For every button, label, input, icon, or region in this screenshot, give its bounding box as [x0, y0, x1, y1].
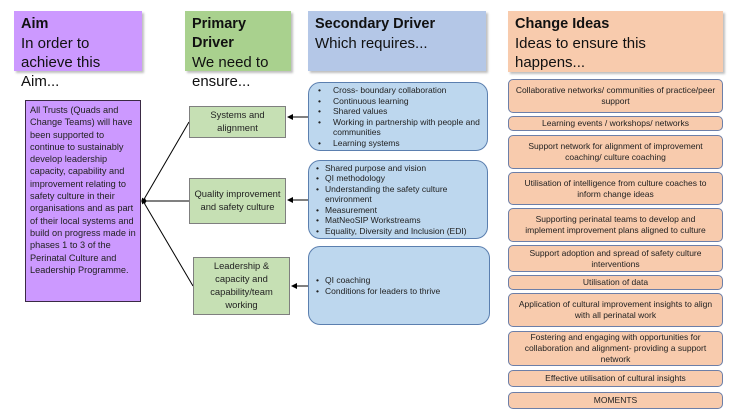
primary-driver-label: Systems and alignment	[210, 109, 265, 133]
secondary-driver-list: Shared purpose and vision QI methodology…	[311, 163, 487, 237]
primary-driver-leadership: Leadership & capacity and capability/tea…	[193, 257, 290, 315]
change-idea-box: Utilisation of intelligence from culture…	[508, 172, 723, 205]
secondary-driver-item: Equality, Diversity and Inclusion (EDI)	[311, 226, 487, 237]
change-idea-text: Utilisation of data	[582, 277, 649, 287]
aim-to-primary-2-line	[141, 198, 194, 287]
change-idea-box: MOMENTS	[508, 392, 723, 409]
secondary-driver-list: Cross- boundary collaboration Continuous…	[311, 85, 487, 148]
secondary-driver-box-leadership: QI coaching Conditions for leaders to th…	[308, 246, 490, 325]
secondary-driver-item: Shared purpose and vision	[311, 163, 487, 174]
change-idea-text: Learning events / workshops/ networks	[542, 118, 689, 128]
change-idea-box: Supporting perinatal teams to develop an…	[508, 208, 723, 242]
change-idea-box: Collaborative networks/ communities of p…	[508, 79, 723, 113]
secondary-driver-box-quality: Shared purpose and vision QI methodology…	[308, 160, 488, 239]
change-ideas-header-subtitle: Ideas to ensure this happens...	[515, 35, 646, 71]
aim-header-title: Aim	[21, 16, 49, 32]
secondary-driver-box-systems: Cross- boundary collaboration Continuous…	[308, 82, 488, 151]
change-ideas-header: Change Ideas Ideas to ensure this happen…	[508, 11, 723, 72]
change-idea-text: Collaborative networks/ communities of p…	[515, 85, 716, 106]
change-idea-box: Application of cultural improvement insi…	[508, 293, 723, 327]
primary-driver-header: Primary Driver We need to ensure...	[185, 11, 291, 90]
secondary-driver-list: QI coaching Conditions for leaders to th…	[311, 275, 440, 296]
secondary-driver-item: QI methodology	[311, 173, 487, 184]
primary-driver-quality-improvement: Quality improvement and safety culture	[189, 178, 286, 224]
change-idea-box: Effective utilisation of cultural insigh…	[508, 370, 723, 387]
primary-driver-header-subtitle: We need to ensure...	[192, 54, 269, 90]
secondary-driver-item: Continuous learning	[311, 96, 487, 107]
secondary-driver-header: Secondary Driver Which requires...	[308, 11, 486, 71]
primary-driver-label: Leadership & capacity and capability/tea…	[210, 260, 273, 310]
aim-to-primary-0-line	[141, 121, 190, 204]
change-idea-text: Application of cultural improvement insi…	[518, 299, 713, 320]
secondary-driver-item: Shared values	[311, 106, 487, 117]
change-idea-text: Utilisation of intelligence from culture…	[524, 177, 707, 199]
primary-driver-label: Quality improvement and safety culture	[194, 188, 281, 212]
change-idea-text: Support network for alignment of improve…	[528, 141, 703, 162]
primary-driver-header-title: Primary Driver	[192, 16, 247, 51]
change-idea-text: Fostering and engaging with opportunitie…	[524, 332, 707, 364]
secondary-driver-item: Understanding the safety culture environ…	[311, 184, 487, 205]
change-ideas-header-title: Change Ideas	[515, 16, 610, 32]
secondary-driver-item: Measurement	[311, 205, 487, 216]
secondary-driver-item: Working in partnership with people and c…	[311, 117, 487, 138]
change-idea-text: Supporting perinatal teams to develop an…	[525, 214, 706, 235]
secondary-driver-item: Conditions for leaders to thrive	[311, 286, 440, 297]
change-idea-box: Learning events / workshops/ networks	[508, 116, 723, 131]
change-idea-box: Support adoption and spread of safety cu…	[508, 245, 723, 272]
secondary-driver-header-title: Secondary Driver	[315, 16, 436, 32]
secondary-driver-header-subtitle: Which requires...	[315, 35, 428, 52]
secondary-driver-item: Cross- boundary collaboration	[311, 85, 487, 96]
change-idea-box: Support network for alignment of improve…	[508, 135, 723, 169]
change-idea-box: Utilisation of data	[508, 275, 723, 290]
aim-header: Aim In order to achieve this Aim...	[14, 11, 142, 90]
secondary-driver-item: MatNeoSIP Workstreams	[311, 215, 487, 226]
change-idea-text: Support adoption and spread of safety cu…	[529, 247, 702, 269]
aim-header-subtitle: In order to achieve this Aim...	[21, 35, 101, 90]
change-idea-text: Effective utilisation of cultural insigh…	[545, 373, 686, 383]
secondary-driver-item: Learning systems	[311, 138, 487, 149]
primary-driver-systems-alignment: Systems and alignment	[189, 106, 286, 138]
secondary-driver-item: QI coaching	[311, 275, 440, 286]
change-idea-text: MOMENTS	[593, 395, 638, 405]
aim-statement-box: All Trusts (Quads and Change Teams) will…	[25, 100, 141, 302]
change-idea-box: Fostering and engaging with opportunitie…	[508, 331, 723, 366]
